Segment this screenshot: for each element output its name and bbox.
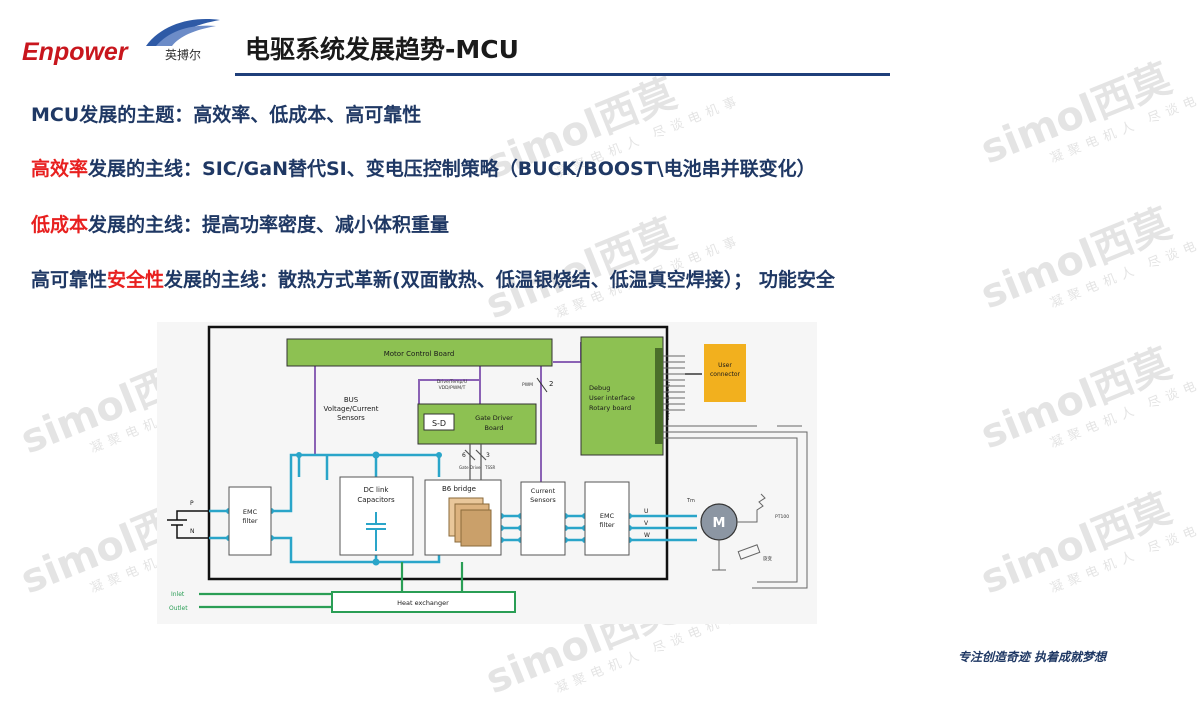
rotary-board-label: Rotary board — [589, 404, 631, 412]
emc-left-filter-label: filter — [242, 517, 257, 525]
motor-label: M — [713, 516, 726, 531]
bus-slash — [536, 377, 548, 393]
efficiency-highlight: 高效率 — [31, 158, 89, 180]
mcu-block-diagram: Motor Control Board User connector Debug… — [157, 322, 817, 624]
cost-highlight: 低成本 — [31, 214, 89, 236]
tssr-label: TSSR — [484, 465, 496, 470]
gate-drive-lines — [464, 444, 487, 482]
battery-p-label: P — [190, 500, 194, 507]
dc-link-label: DC link — [364, 486, 390, 494]
efficiency-line: 高效率发展的主线：SIC/GaN替代SI、变电压控制策略（BUCK/BOOST\… — [31, 154, 816, 181]
watermark: simol西莫凝聚电机人 尽谈电机事 — [971, 309, 1200, 474]
title-divider — [235, 73, 890, 76]
debug-board — [580, 336, 664, 456]
pwm-label: PWM — [522, 382, 533, 388]
resolver-label: 旋变 — [763, 555, 772, 562]
b6-bridge-label: B6 bridge — [442, 485, 476, 493]
reliability-highlight: 安全性 — [107, 269, 165, 291]
motor-temp-label: Tm — [686, 498, 695, 504]
emc-filter-right — [584, 481, 630, 556]
inverter-housing — [207, 325, 669, 581]
motor-control-board — [286, 338, 553, 367]
capacitor-icon — [366, 512, 386, 551]
footer-slogan: 专注创造奇迹 执着成就梦想 — [958, 650, 1107, 664]
capacitors-label: Capacitors — [357, 496, 395, 504]
reliability-prefix: 高可靠性 — [31, 269, 108, 291]
theme-text: MCU发展的主题：高效率、低成本、高可靠性 — [31, 104, 422, 126]
user-interface-label: User interface — [589, 394, 635, 402]
user-connector-label-2: connector — [710, 371, 741, 378]
gate-count-6: 6 — [462, 452, 466, 459]
reliability-text: 发展的主线：散热方式革新(双面散热、低温银烧结、低温真空焊接）； 功能安全 — [164, 269, 835, 291]
sensors-label: Sensors — [530, 496, 556, 504]
heat-exchanger — [331, 591, 516, 613]
logo-wing-icon — [146, 19, 220, 46]
phase-v-label: V — [644, 520, 649, 527]
motor-control-board-label: Motor Control Board — [384, 350, 455, 358]
sd-label: S-D — [432, 419, 446, 428]
emc-filter-left — [228, 486, 272, 556]
sd-block — [423, 413, 455, 431]
gate-driver-label: Gate Driver — [475, 414, 513, 422]
emc-right-filter-label: filter — [599, 521, 614, 529]
gate-drive-label: Gate Drive — [459, 465, 481, 470]
phase-w-label: W — [644, 532, 650, 539]
emc-left-label: EMC — [243, 508, 258, 516]
watermark: simol西莫凝聚电机人 尽谈电机事 — [971, 24, 1200, 189]
logo-cn-text: 英搏尔 — [165, 48, 202, 62]
theme-line: MCU发展的主题：高效率、低成本、高可靠性 — [31, 100, 421, 127]
board-connector-strip — [655, 348, 663, 444]
cost-text: 发展的主线：提高功率密度、减小体积重量 — [88, 214, 450, 236]
watermark: simol西莫凝聚电机人 尽谈电机事 — [476, 179, 745, 344]
board-connector-label: User connector — [664, 382, 670, 421]
drive-signals-label-2: VDD/PWM/T — [439, 385, 466, 391]
user-connector — [704, 344, 746, 402]
user-connector-label-1: User — [718, 362, 732, 369]
drive-signals-label: Drive/Temp/U — [437, 379, 467, 385]
battery-n-label: N — [190, 528, 195, 535]
motor-sensor-wiring — [712, 425, 808, 589]
coolant-lines — [199, 562, 464, 609]
debug-label: Debug — [589, 384, 610, 392]
bus-label: BUS — [344, 396, 359, 404]
cost-line: 低成本发展的主线：提高功率密度、减小体积重量 — [31, 210, 449, 237]
bus-voltage-current-label: Voltage/Current — [324, 405, 379, 413]
current-label: Current — [531, 487, 556, 495]
channel-count-2: 2 — [549, 380, 553, 388]
pt100-label: PT100 — [775, 514, 789, 520]
phase-u-label: U — [644, 508, 648, 515]
logo-brand-text: Enpower — [22, 38, 128, 66]
igbt-module-icon — [448, 497, 492, 547]
battery-icon — [167, 510, 209, 539]
emc-right-label: EMC — [600, 512, 615, 520]
dc-bus-lines — [209, 453, 697, 564]
connector-pins — [663, 355, 777, 439]
efficiency-text: 发展的主线：SIC/GaN替代SI、变电压控制策略（BUCK/BOOST\电池串… — [88, 158, 816, 180]
bus-sensors-label: Sensors — [337, 414, 365, 422]
company-logo: Enpower 英搏尔 — [22, 19, 232, 70]
page-title: 电驱系统发展趋势-MCU — [245, 35, 519, 64]
reliability-line: 高可靠性安全性发展的主线：散热方式革新(双面散热、低温银烧结、低温真空焊接）； … — [31, 265, 835, 292]
watermark: simol西莫凝聚电机人 尽谈电机事 — [971, 454, 1200, 619]
heat-exchanger-label: Heat exchanger — [397, 599, 449, 607]
watermark: simol西莫凝聚电机人 尽谈电机事 — [971, 169, 1200, 334]
inlet-label: Inlet — [171, 591, 185, 598]
gate-driver-board-label: Board — [484, 424, 503, 432]
outlet-label: Outlet — [169, 605, 188, 612]
current-sensors — [520, 481, 566, 556]
tssr-count-3: 3 — [486, 452, 490, 459]
